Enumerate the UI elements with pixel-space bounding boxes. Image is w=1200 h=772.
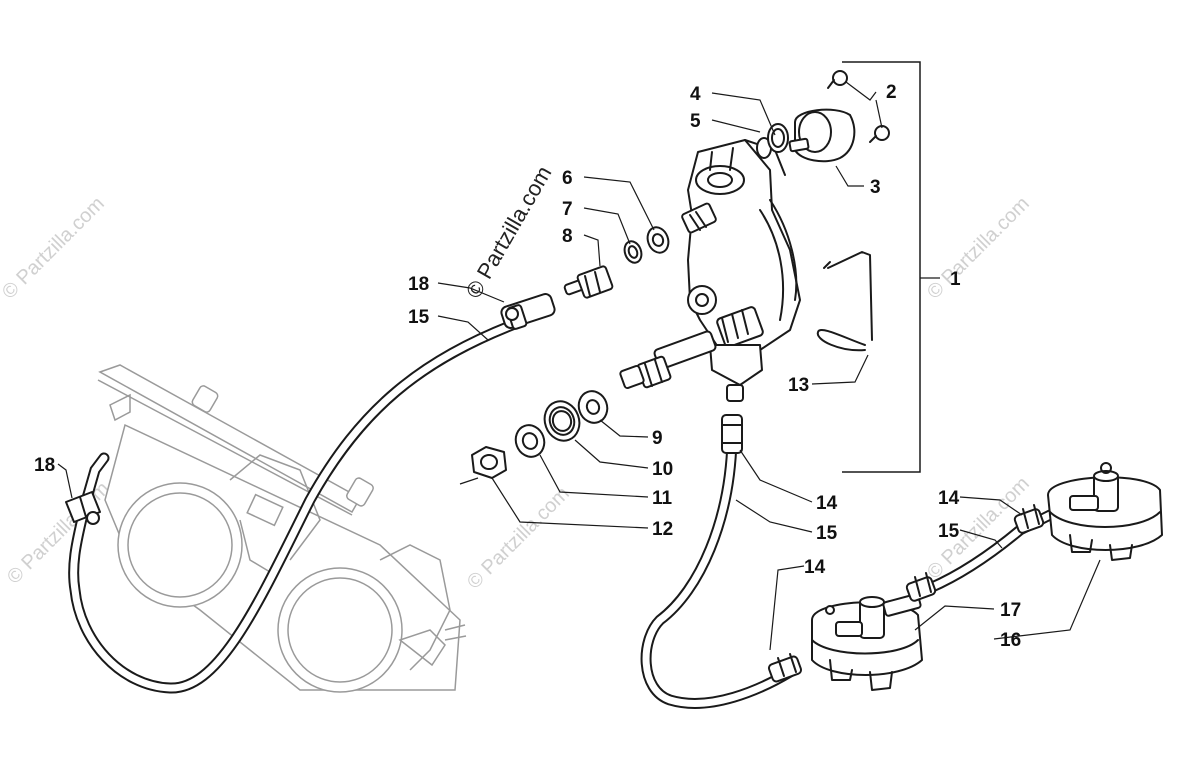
callout-labels: 1 2 3 4 5 6 7 8 9 10 11 12 13 14 15 14 1… — [34, 82, 1021, 651]
hose-clamp-left — [65, 491, 101, 525]
callout-2: 2 — [886, 82, 897, 103]
watermark: © Partzilla.com — [0, 193, 109, 304]
assembly-bracket — [842, 61, 921, 473]
callout-5: 5 — [690, 111, 701, 132]
vent-valve-lower — [811, 593, 923, 691]
watermark: © Partzilla.com — [463, 483, 574, 594]
regulator-cover-assembly — [756, 70, 890, 163]
washers-and-nut — [459, 390, 609, 485]
callout-3: 3 — [870, 177, 881, 198]
regulator-side-fitting — [619, 330, 717, 390]
callout-17: 17 — [1000, 600, 1021, 621]
callout-8: 8 — [562, 226, 573, 247]
callout-4: 4 — [690, 84, 701, 105]
callout-12: 12 — [652, 519, 673, 540]
callout-10: 10 — [652, 459, 673, 480]
callout-14: 14 — [938, 488, 960, 509]
washers-6-7 — [623, 226, 670, 264]
callout-11: 11 — [652, 488, 673, 509]
callout-16: 16 — [1000, 630, 1021, 651]
main-fuel-hose — [640, 414, 796, 709]
callout-15: 15 — [816, 523, 838, 544]
callout-14: 14 — [804, 557, 826, 578]
watermark: © Partzilla.com — [3, 478, 114, 589]
throttle-body-assembly — [97, 364, 467, 693]
callout-18: 18 — [34, 455, 55, 476]
callout-15: 15 — [938, 521, 960, 542]
watermark-main: © Partzilla.com — [461, 162, 557, 303]
callout-14: 14 — [816, 493, 838, 514]
hose-end-upper — [500, 293, 556, 330]
leader-lines — [57, 81, 1101, 651]
callout-6: 6 — [562, 168, 573, 189]
fuel-fitting-8 — [563, 265, 614, 299]
watermark: © Partzilla.com — [923, 193, 1034, 304]
callout-15: 15 — [408, 307, 430, 328]
callout-9: 9 — [652, 428, 663, 449]
retaining-clip — [816, 251, 873, 352]
callout-13: 13 — [788, 375, 809, 396]
callout-18: 18 — [408, 274, 429, 295]
callout-1: 1 — [950, 269, 961, 290]
callout-7: 7 — [562, 199, 573, 220]
fuel-pressure-regulator-body — [681, 139, 801, 402]
vent-valve-upper — [1047, 462, 1163, 561]
